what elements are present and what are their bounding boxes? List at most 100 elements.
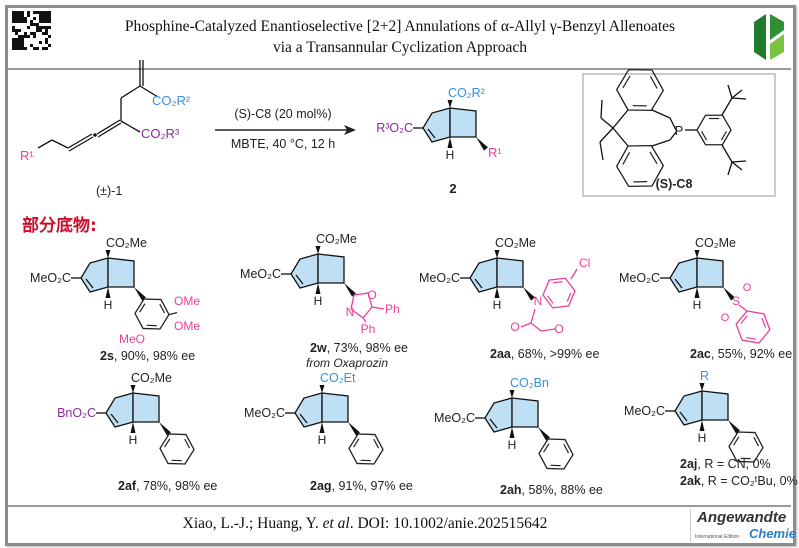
atom-label: MeO₂C (240, 267, 281, 281)
atom-label: OMe (174, 294, 200, 308)
qr-module (48, 14, 51, 17)
bond (746, 336, 757, 340)
wedge-bond (447, 137, 453, 148)
atom-label: H (693, 298, 702, 312)
atom-label: Cl (579, 256, 590, 270)
qr-module (12, 26, 15, 29)
journal-name-2: Chemie (749, 526, 796, 541)
compound-result: , 78%, 98% ee (136, 479, 217, 493)
qr-module (39, 14, 42, 17)
atom-label: CO₂R² (448, 86, 485, 100)
section-title: 部分底物: (22, 216, 97, 236)
bond (679, 411, 688, 422)
qr-module (21, 44, 24, 47)
qr-module (18, 47, 21, 50)
qr-module (15, 17, 18, 20)
qr-module (18, 17, 21, 20)
bond (612, 127, 629, 147)
wedge-bond (130, 422, 136, 433)
qr-module (48, 26, 51, 29)
qr-module (18, 20, 21, 23)
qr-module (39, 26, 42, 29)
qr-module (12, 41, 15, 44)
qr-module (48, 20, 51, 23)
citation: Xiao, L.-J.; Huang, Y. et al. DOI: 10.10… (60, 515, 670, 533)
cyclobutane-ring (317, 253, 345, 284)
bond (67, 133, 93, 149)
atom-label: O (743, 282, 752, 294)
qr-module (42, 11, 45, 14)
qr-module (21, 38, 24, 41)
catalyst-C8: P(S)-C8 (582, 68, 776, 197)
bond (651, 109, 671, 119)
wedge-bond (494, 287, 500, 298)
qr-module (30, 23, 33, 26)
bond (721, 144, 733, 163)
qr-module (24, 20, 27, 23)
atom-label: CO₂Me (316, 232, 357, 246)
atom-label: O (367, 288, 376, 302)
qr-module (15, 41, 18, 44)
arrow-head-icon (344, 125, 356, 135)
phenyl-ring (735, 310, 771, 344)
atom-label: O (554, 322, 563, 336)
atom-label: MeO₂C (30, 271, 71, 285)
compound-caption: 2ak, R = CO₂ᵗBu, 0% (680, 474, 798, 488)
bond (599, 127, 614, 143)
qr-module (18, 14, 21, 17)
bond (520, 322, 532, 328)
qr-module (12, 38, 15, 41)
compound-caption: 2ac, 55%, 92% ee (690, 347, 792, 361)
atom-label: R³O₂C (376, 121, 413, 135)
qr-module (27, 26, 30, 29)
wedge-bond (494, 250, 500, 258)
qr-module (39, 41, 42, 44)
bond (68, 136, 94, 152)
bond (622, 75, 631, 89)
compound-caption: 2w, 73%, 98% ee (310, 341, 408, 355)
cyclobutane-ring (696, 257, 724, 288)
qr-code-icon (12, 11, 51, 50)
qr-module (15, 47, 18, 50)
qr-module (15, 11, 18, 14)
title-line-2: via a Transannular Cyclization Approach (273, 39, 527, 56)
compound-result: , R = CO₂ᵗBu, 0% (701, 474, 798, 488)
bond (649, 76, 658, 89)
atom-label: CO₂Me (695, 236, 736, 250)
qr-module (39, 11, 42, 14)
atom-label: CO₂Me (495, 236, 536, 250)
citation-doi[interactable]: . DOI: 10.1002/anie.202515642 (349, 515, 548, 532)
bond (727, 161, 733, 176)
atom-label: (S)-C8 (20 mol%) (234, 107, 331, 121)
catalyst-lower-ring (615, 144, 665, 188)
atom-label: H (318, 433, 327, 447)
atom-label: P (675, 123, 684, 138)
phenyl-ring (348, 433, 384, 465)
qr-module (39, 17, 42, 20)
qr-module (24, 32, 27, 35)
qr-module (21, 14, 24, 17)
cyclobutane-ring (132, 392, 160, 423)
bond (97, 122, 122, 138)
atom-label: H (129, 433, 138, 447)
bond (159, 303, 166, 314)
qr-module (24, 17, 27, 20)
bond (669, 131, 677, 141)
cyclopentene-ring (484, 397, 513, 433)
qr-module (45, 32, 48, 35)
bond (373, 438, 380, 449)
wedge-bond (315, 246, 321, 254)
bond (600, 99, 603, 119)
qr-module (15, 20, 18, 23)
atom-label: CO₂Me (106, 236, 147, 250)
atom-label: S (732, 294, 740, 308)
bond (362, 317, 367, 323)
bond (168, 311, 178, 316)
wedge-bond (728, 420, 740, 434)
atom-label: R (700, 369, 709, 383)
qr-module (18, 35, 21, 38)
